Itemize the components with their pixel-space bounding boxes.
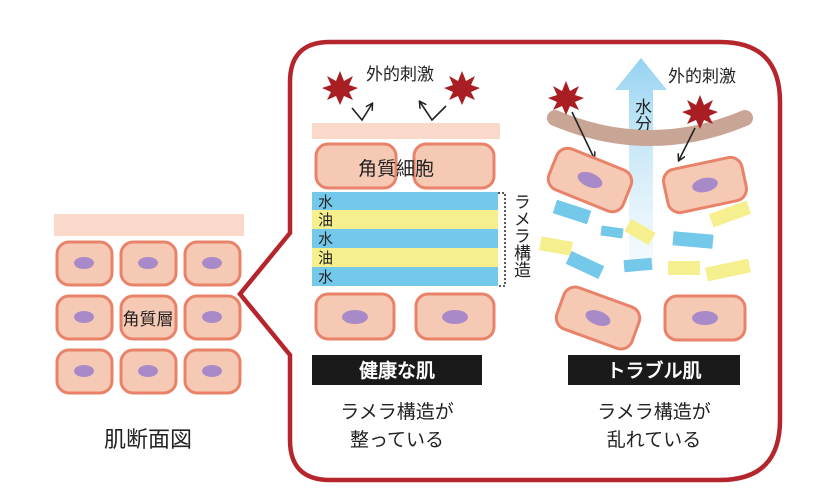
lamellar-bracket — [498, 192, 506, 287]
trouble-skin-panel: 水分 外的刺激 — [539, 58, 753, 451]
arrow-icon — [351, 104, 372, 122]
cell — [119, 348, 178, 395]
stimulus-burst-icon — [682, 95, 718, 129]
water-up-arrow-icon — [615, 58, 667, 268]
healthy-skin-title: 健康な肌 — [359, 359, 435, 382]
water-label: 水分 — [631, 98, 652, 132]
cell — [119, 294, 178, 341]
cross-section-caption: 肌断面図 — [104, 428, 192, 453]
stimulus-burst-icon — [322, 71, 358, 105]
cell — [314, 292, 396, 341]
cell — [183, 348, 242, 395]
band-label-water: 水 — [318, 268, 333, 286]
lamellar-structure-label: ラメラ構造 — [510, 193, 531, 278]
oil-fragment — [624, 218, 656, 246]
cell — [554, 285, 642, 351]
cell — [55, 294, 114, 341]
stimulus-burst-icon — [548, 81, 584, 115]
arrow-icon — [679, 127, 696, 160]
band-label-oil: 油 — [318, 211, 333, 229]
water-fragment — [552, 199, 592, 225]
healthy-skin-panel: 外的刺激 角質細胞 水 油 水 油 水 ラメラ構造 健康な肌 — [312, 65, 531, 451]
trouble-caption-line2: 乱れている — [607, 429, 701, 451]
oil-fragment — [668, 261, 700, 275]
healthy-title-bar — [312, 355, 482, 385]
corneocyte-label: 角質細胞 — [358, 158, 434, 180]
water-fragment — [600, 225, 624, 239]
cell — [55, 348, 114, 395]
oil-band — [312, 210, 498, 229]
cell — [183, 294, 242, 341]
water-fragment — [672, 231, 714, 249]
cell — [314, 142, 398, 190]
healthy-caption-line2: 整っている — [350, 429, 444, 451]
surface-layer — [54, 214, 244, 236]
trouble-skin-title: トラブル肌 — [606, 359, 701, 382]
water-fragment — [565, 251, 605, 279]
cell — [663, 294, 747, 342]
left-cross-section: 角質層 肌断面図 — [54, 214, 244, 453]
cell — [412, 142, 496, 190]
cell-grid — [55, 240, 242, 395]
arrow-icon — [571, 111, 594, 158]
cell — [183, 240, 242, 287]
external-stimulus-label: 外的刺激 — [668, 67, 736, 87]
water-band — [312, 192, 498, 210]
healthy-caption-line1: ラメラ構造が — [340, 401, 453, 423]
band-label-oil: 油 — [318, 249, 333, 267]
oil-fragment — [539, 236, 573, 256]
external-stimulus-label: 外的刺激 — [366, 65, 434, 85]
band-label-water: 水 — [318, 230, 333, 248]
stimulus-burst-icon — [444, 71, 480, 105]
water-band — [312, 267, 498, 286]
scattered-fragments — [539, 199, 752, 282]
cell — [546, 146, 634, 214]
oil-band — [312, 248, 498, 267]
cell — [414, 292, 496, 341]
lamellar-bands: 水 油 水 油 水 — [312, 192, 498, 286]
oil-fragment — [708, 200, 752, 228]
barrier-top-layer — [312, 123, 500, 139]
trouble-title-bar — [568, 355, 740, 385]
stratum-corneum-label: 角質層 — [123, 310, 174, 330]
trouble-caption-line1: ラメラ構造が — [597, 401, 710, 423]
arrow-icon — [420, 102, 447, 122]
cell — [119, 240, 178, 287]
cell — [662, 155, 748, 215]
cell — [55, 240, 114, 287]
water-fragment — [623, 257, 653, 273]
band-label-water: 水 — [318, 193, 333, 211]
water-band — [312, 229, 498, 248]
oil-fragment — [705, 258, 751, 282]
